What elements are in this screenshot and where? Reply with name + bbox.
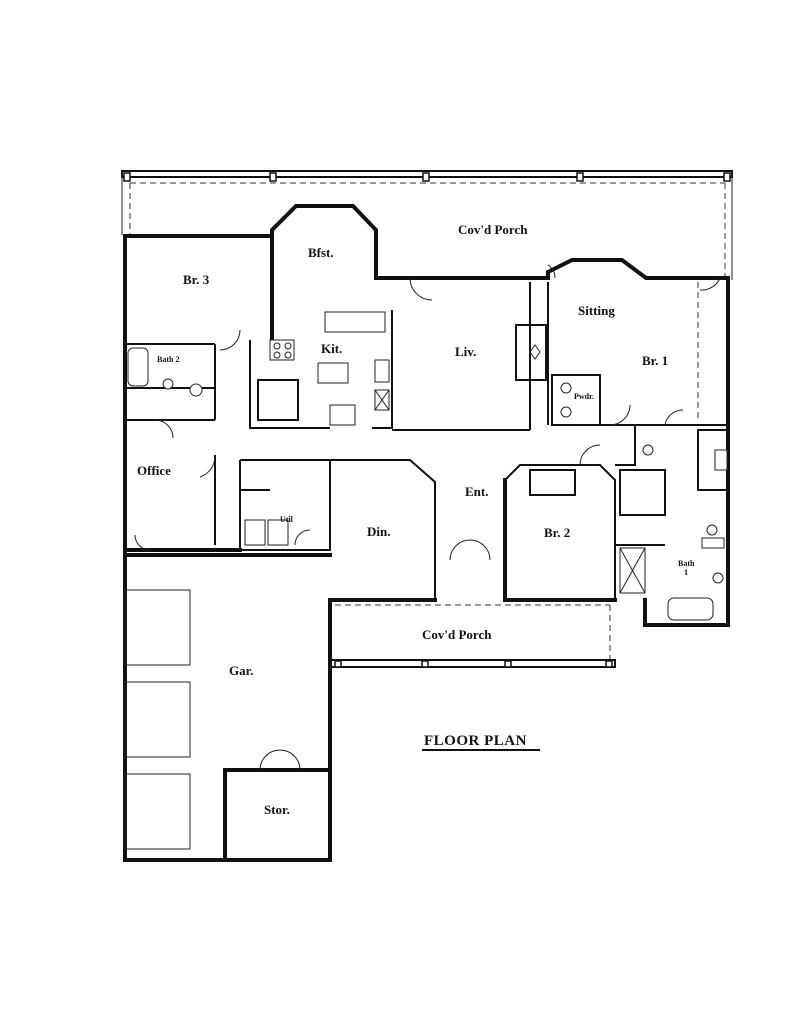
top-porch <box>121 170 733 280</box>
plan-title-group: FLOOR PLAN <box>422 733 540 751</box>
label-covd-porch-top: Cov'd Porch <box>458 222 528 237</box>
label-bath1-line1: Bath <box>678 559 695 568</box>
label-din: Din. <box>367 524 390 539</box>
label-kit: Kit. <box>321 341 342 356</box>
label-br1: Br. 1 <box>642 353 668 368</box>
label-bath1-line2: 1 <box>684 568 688 577</box>
label-liv: Liv. <box>455 344 476 359</box>
label-bath2: Bath 2 <box>157 355 179 364</box>
interior-walls <box>123 282 729 860</box>
plan-title: FLOOR PLAN <box>424 733 527 749</box>
label-gar: Gar. <box>229 663 253 678</box>
garage-doors <box>124 589 191 850</box>
label-br2: Br. 2 <box>544 525 570 540</box>
door-swings <box>134 264 721 771</box>
label-bfst: Bfst. <box>308 245 334 260</box>
label-pwdr: Pwdr. <box>574 392 594 401</box>
label-stor: Stor. <box>264 802 290 817</box>
label-sitting: Sitting <box>578 303 615 318</box>
label-covd-porch-bottom: Cov'd Porch <box>422 627 492 642</box>
bottom-porch <box>329 604 616 668</box>
fixtures <box>127 311 728 621</box>
label-ent: Ent. <box>465 484 488 499</box>
room-labels: Cov'd Porch Br. 3 Bfst. Sitting Bath 2 K… <box>137 222 695 817</box>
label-br3: Br. 3 <box>183 272 210 287</box>
label-office: Office <box>137 463 171 478</box>
label-util: Util <box>280 515 294 524</box>
